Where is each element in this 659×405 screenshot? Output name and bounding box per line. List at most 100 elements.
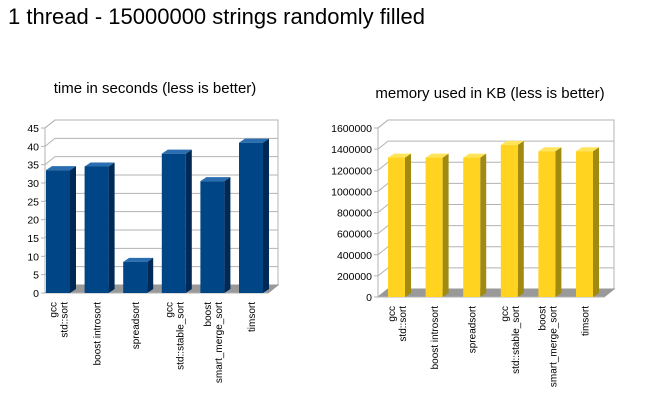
bar-5	[200, 177, 231, 293]
page-title: 1 thread - 15000000 strings randomly fil…	[8, 4, 426, 29]
category-label: boostsmart_merge_sort	[537, 306, 559, 387]
y-tick-label: 45	[27, 123, 39, 135]
y-tick-label: 0	[33, 288, 39, 300]
y-tick-label: 40	[27, 141, 39, 153]
bar-front	[200, 181, 225, 293]
bar-side	[224, 177, 231, 293]
category-label: gccstd::sort	[49, 302, 71, 338]
category-label: timsort	[247, 302, 258, 332]
bar-front	[388, 157, 405, 297]
y-tick-label: 800000	[337, 208, 372, 220]
bar-6	[576, 147, 599, 297]
bar-top	[538, 147, 562, 152]
bar-top	[239, 138, 269, 143]
category-label-line: spreadsort	[131, 302, 142, 349]
bar-6	[239, 138, 269, 293]
chart-1: time in seconds (less is better) 0 5 10 15 20…	[27, 80, 280, 383]
category-label: boost introsort	[93, 302, 104, 366]
y-tick-label: 400000	[337, 250, 372, 262]
y-tick-label: 10	[27, 251, 39, 263]
bar-3	[123, 257, 154, 293]
category-label: spreadsort	[131, 302, 142, 349]
bar-front	[538, 151, 556, 297]
category-label-line: std::sort	[398, 306, 409, 342]
y-tick-label: 35	[27, 160, 39, 172]
gridline	[377, 140, 614, 150]
chart-title: time in seconds (less is better)	[54, 80, 257, 97]
category-label-line: gcc	[164, 302, 175, 318]
bar-top	[161, 149, 192, 154]
bar-side	[517, 140, 524, 297]
bar-top	[463, 153, 487, 158]
category-label-line: spreadsort	[468, 306, 479, 353]
category-label-line: smart_merge_sort	[548, 306, 559, 387]
bar-side	[480, 153, 487, 297]
y-tick-label: 1600000	[331, 123, 372, 135]
bar-side	[70, 166, 76, 293]
bar-front	[161, 153, 186, 293]
bar-3	[463, 153, 487, 297]
category-label: boostsmart_merge_sort	[203, 302, 225, 383]
category-label-line: std::stable_sort	[175, 302, 186, 370]
category-label: timsort	[581, 306, 592, 336]
chart-2: memory used in KB (less is better)020000…	[331, 85, 616, 387]
bar-4	[500, 140, 524, 297]
bar-front	[576, 151, 593, 297]
bar-side	[185, 149, 192, 293]
y-tick-label: 1200000	[331, 165, 372, 177]
gridline	[44, 156, 278, 166]
bar-top	[123, 257, 154, 262]
bar-2	[84, 162, 115, 293]
category-label-line: smart_merge_sort	[214, 302, 225, 383]
y-tick-label: 1400000	[331, 144, 372, 156]
bar-2	[425, 153, 449, 297]
bar-top	[46, 166, 76, 171]
bar-side	[108, 162, 115, 293]
category-label: spreadsort	[468, 306, 479, 353]
y-tick-label: 1000000	[331, 186, 372, 198]
y-tick-label: 0	[366, 292, 372, 304]
category-label-line: boost	[537, 306, 548, 331]
bar-front	[46, 170, 70, 293]
gridline	[44, 119, 278, 129]
chart-title: memory used in KB (less is better)	[375, 85, 604, 102]
bar-front	[425, 157, 443, 297]
bar-1	[46, 166, 76, 293]
bar-side	[147, 257, 154, 293]
category-label-line: timsort	[581, 306, 592, 336]
category-label: gccstd::stable_sort	[164, 302, 186, 370]
bar-5	[538, 147, 562, 297]
category-label-line: boost introsort	[93, 302, 104, 366]
category-label: gccstd::sort	[387, 306, 409, 342]
y-tick-label: 5	[33, 270, 39, 282]
bar-4	[161, 149, 192, 293]
category-label: gccstd::stable_sort	[500, 306, 522, 374]
category-label: boost introsort	[430, 306, 441, 370]
bar-top	[388, 153, 411, 158]
bar-side	[442, 153, 449, 297]
bar-side	[555, 147, 562, 297]
bar-front	[84, 166, 109, 293]
y-tick-label: 20	[27, 215, 39, 227]
bar-side	[405, 153, 411, 297]
bar-side	[263, 138, 269, 293]
category-label-line: gcc	[387, 306, 398, 322]
y-tick-label: 15	[27, 233, 39, 245]
category-label-line: std::sort	[60, 302, 71, 338]
bar-1	[388, 153, 411, 297]
y-tick-label: 25	[27, 196, 39, 208]
bar-front	[463, 157, 481, 297]
bar-side	[593, 147, 599, 297]
category-label-line: std::stable_sort	[511, 306, 522, 374]
category-label-line: boost introsort	[430, 306, 441, 370]
category-label-line: timsort	[247, 302, 258, 332]
bar-top	[200, 177, 231, 182]
y-tick-label: 30	[27, 178, 39, 190]
category-label-line: gcc	[500, 306, 511, 322]
bar-front	[239, 142, 263, 293]
y-tick-label: 600000	[337, 229, 372, 241]
category-label-line: gcc	[49, 302, 60, 318]
bar-front	[123, 261, 148, 293]
bar-top	[500, 140, 524, 145]
